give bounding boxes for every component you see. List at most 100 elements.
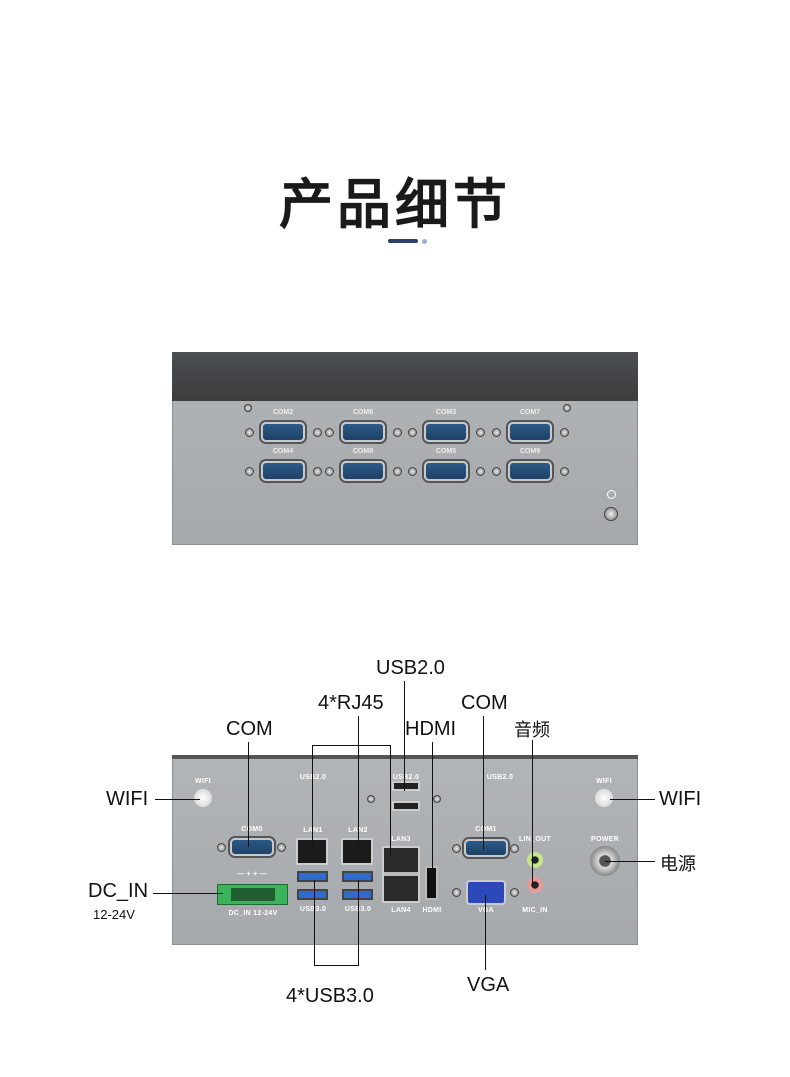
screw-icon <box>476 467 485 476</box>
com-port <box>508 461 552 481</box>
label-lan4: LAN4 <box>391 907 411 914</box>
label-lan2: LAN2 <box>343 827 373 834</box>
callout-line <box>483 716 484 850</box>
label-com7: COM7 <box>519 409 541 416</box>
callout-vga: VGA <box>467 974 510 996</box>
callout-line <box>610 799 655 800</box>
label-com4: COM4 <box>272 448 294 455</box>
label-com5: COM5 <box>435 448 457 455</box>
callout-hdmi: HDMI <box>405 718 457 740</box>
label-wifi-right: WIFI <box>596 778 612 785</box>
screw-icon <box>325 428 334 437</box>
callout-wifi-left: WIFI <box>106 788 149 810</box>
callout-line <box>312 745 390 746</box>
screw-icon <box>408 467 417 476</box>
com-port <box>261 461 305 481</box>
usb3-port <box>342 871 373 882</box>
callout-line <box>155 799 200 800</box>
label-com2: COM2 <box>272 409 294 416</box>
label-com8: COM8 <box>352 448 374 455</box>
callout-line <box>404 681 405 791</box>
label-com1: COM1 <box>475 826 497 833</box>
title-divider <box>388 239 418 243</box>
callout-com-right: COM <box>461 692 508 714</box>
usb3-port <box>297 871 328 882</box>
label-lan3: LAN3 <box>391 836 411 843</box>
callout-line <box>312 745 313 845</box>
screw-icon <box>452 888 461 897</box>
vga-port <box>466 880 506 905</box>
com-port <box>424 461 468 481</box>
usb3-port <box>297 889 328 900</box>
screw-icon <box>277 843 286 852</box>
screw-icon <box>245 428 254 437</box>
label-com0: COM0 <box>241 826 263 833</box>
screw-icon <box>492 467 501 476</box>
screw-icon <box>510 844 519 853</box>
callout-line <box>153 893 223 894</box>
callout-usb30: 4*USB3.0 <box>286 985 374 1007</box>
callout-line <box>314 965 359 966</box>
callout-power: 电源 <box>660 854 696 875</box>
label-com9: COM9 <box>519 448 541 455</box>
screw-icon <box>560 467 569 476</box>
callout-line <box>605 861 655 862</box>
page-title: 产品细节 <box>279 173 511 236</box>
line-out-jack <box>527 852 543 868</box>
label-usb2-b: USB2.0 <box>392 774 420 781</box>
callout-usb20: USB2.0 <box>376 657 445 679</box>
label-line-out: LIN_OUT <box>518 836 552 843</box>
label-usb3-b: USB3.0 <box>338 906 378 913</box>
label-usb2-c: USB2.0 <box>486 774 514 781</box>
label-power: POWER <box>591 836 619 843</box>
label-dc-in: DC_IN 12-24V <box>228 910 278 917</box>
callout-line <box>432 742 433 870</box>
screw-icon <box>217 843 226 852</box>
callout-line <box>532 740 533 885</box>
com-port <box>508 422 552 442</box>
label-com3: COM3 <box>435 409 457 416</box>
callout-line <box>358 880 359 966</box>
com0-port <box>230 838 274 856</box>
callout-line <box>485 895 486 970</box>
ground-screw-icon <box>604 507 618 521</box>
callout-line <box>390 745 391 855</box>
usb2-port <box>392 781 420 791</box>
callout-dc-voltage: 12-24V <box>93 907 135 922</box>
screw-icon <box>560 428 569 437</box>
callout-line <box>358 716 359 845</box>
callout-dc-in: DC_IN <box>88 880 149 902</box>
screw-icon <box>313 428 322 437</box>
label-vga: VGA <box>470 907 502 914</box>
screw-icon <box>452 844 461 853</box>
com-port <box>341 461 385 481</box>
screw-icon <box>510 888 519 897</box>
screw-icon <box>476 428 485 437</box>
callout-audio: 音频 <box>514 720 550 741</box>
label-mic-in: MIC_IN <box>522 907 548 914</box>
screw-icon <box>367 795 375 803</box>
terminal-block <box>231 888 275 901</box>
label-usb3-a: USB3.0 <box>299 906 327 913</box>
screw-icon <box>433 795 441 803</box>
com-port <box>424 422 468 442</box>
wifi-antenna-left <box>194 789 212 807</box>
callout-line <box>314 880 315 966</box>
label-com6: COM6 <box>352 409 374 416</box>
wifi-antenna-right <box>595 789 613 807</box>
screw-icon <box>393 428 402 437</box>
com-port <box>261 422 305 442</box>
usb3-port <box>342 889 373 900</box>
label-usb2-a: USB2.0 <box>299 774 327 781</box>
screw-icon <box>325 467 334 476</box>
label-dc-polarity: — + + — <box>236 871 268 878</box>
rj-divider <box>384 872 418 876</box>
device-top-edge <box>172 755 638 759</box>
label-wifi-left: WIFI <box>195 778 211 785</box>
hdmi-port <box>425 866 438 900</box>
screw-icon <box>313 467 322 476</box>
title-divider-dot <box>422 239 427 244</box>
screw-icon <box>245 467 254 476</box>
com1-port <box>464 839 508 857</box>
label-hdmi: HDMI <box>422 907 442 914</box>
